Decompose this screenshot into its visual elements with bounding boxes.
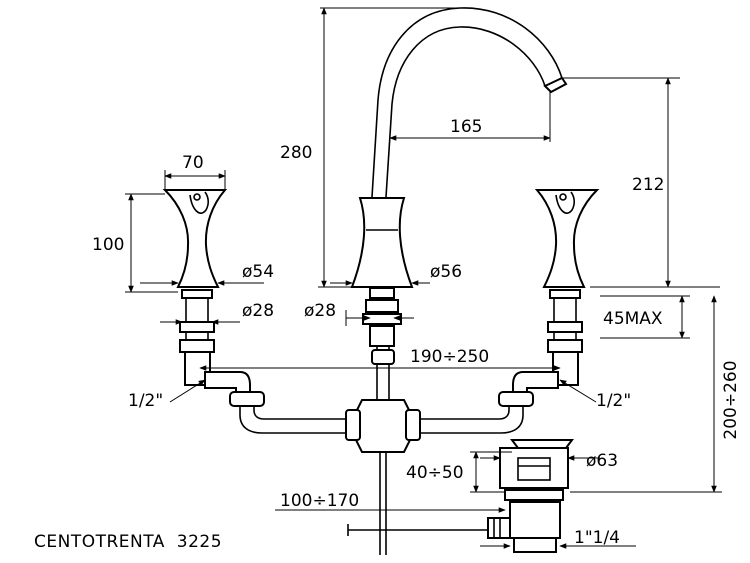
dim-spout-reach: 165 <box>450 117 482 137</box>
dim-handle-width: 70 <box>182 153 204 173</box>
dim-handle-spread: 190÷250 <box>410 347 489 367</box>
dim-center-shank-diameter: ø28 <box>304 301 336 321</box>
dim-drain-height: 40÷50 <box>406 463 464 483</box>
left-handle <box>162 189 251 399</box>
right-handle <box>512 189 600 399</box>
dim-spout-outlet-height: 212 <box>632 175 664 195</box>
dim-left-connection: 1/2" <box>128 391 163 411</box>
center-valve-body <box>350 197 414 400</box>
dimension-lines <box>125 7 722 549</box>
dim-pop-up-rod-length: 100÷170 <box>280 491 359 511</box>
dim-spout-height: 280 <box>280 143 312 163</box>
connecting-hoses <box>229 391 534 555</box>
dim-drain-flange-diameter: ø63 <box>586 451 618 471</box>
dim-right-connection: 1/2" <box>596 391 631 411</box>
dim-handle-height: 100 <box>92 235 124 255</box>
dim-center-body-diameter: ø56 <box>430 262 462 282</box>
model-caption: CENTOTRENTA 3225 <box>34 532 222 552</box>
pop-up-drain <box>347 439 574 553</box>
dim-handle-diameter: ø54 <box>242 262 274 282</box>
spout <box>371 7 568 198</box>
dim-drain-thread: 1"1/4 <box>574 528 620 548</box>
dim-below-deck-depth: 200÷260 <box>721 360 741 439</box>
dim-max-deck-thickness: 45MAX <box>603 309 663 329</box>
dim-left-shank-diameter: ø28 <box>242 301 274 321</box>
